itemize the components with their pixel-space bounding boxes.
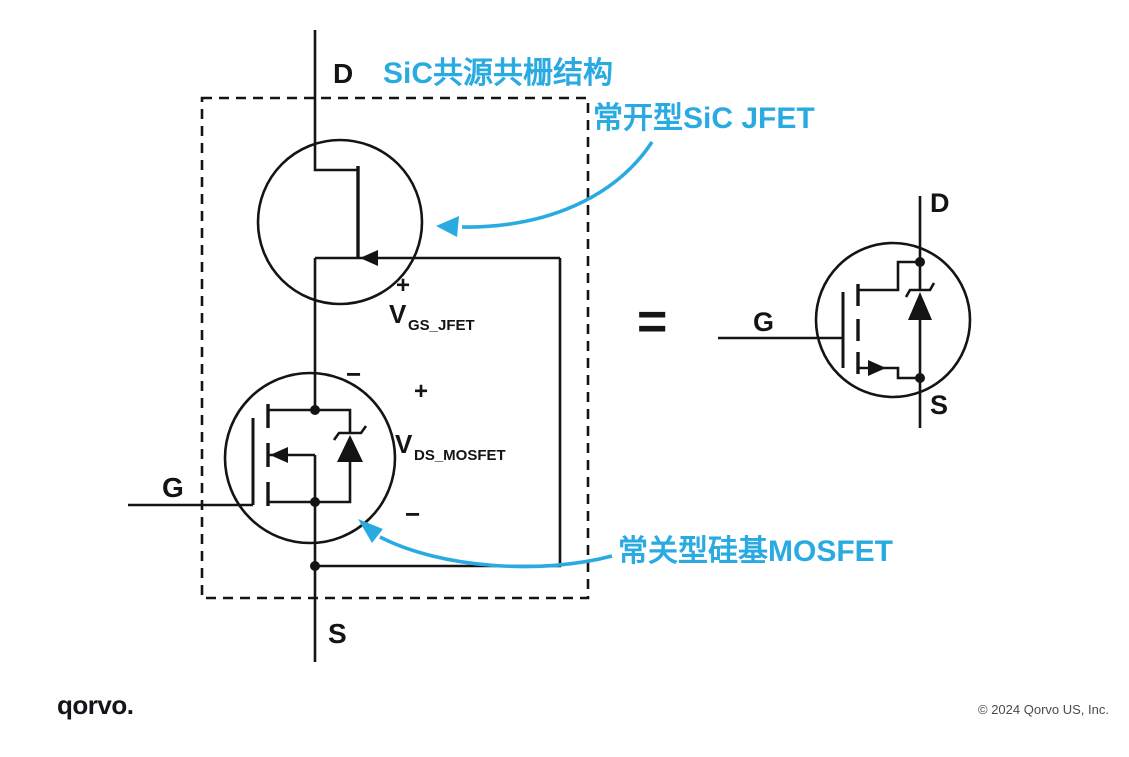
equivalent-diode-zener-bar [904,282,936,298]
vds-minus-sign: − [405,499,420,529]
equivalent-source-link [858,366,920,380]
vds-plus-sign: + [414,378,428,405]
drain-wire [313,30,358,172]
gate-terminal-label: G [162,472,184,503]
jfet-callout-arrowhead-icon [436,216,459,237]
vgs-voltage-subscript: GS_JFET [408,317,475,334]
vds-voltage-subscript: DS_MOSFET [414,447,506,464]
vgs-minus-sign: − [346,359,361,389]
jfet-callout-label: 常开型SiC JFET [593,102,815,135]
body-diode-triangle [337,435,363,462]
equivalent-gate-label: G [753,307,774,337]
equivalent-source-label: S [930,390,948,420]
junction-dot-drain-node [310,405,320,415]
equivalent-junction-dot-bottom [915,373,925,383]
copyright-text: © 2024 Qorvo US, Inc. [978,702,1109,717]
equivalent-diode-triangle [908,292,932,320]
jfet-callout-arrow-curve [461,141,654,229]
body-diode-top-link [315,408,352,434]
vgs-plus-sign: + [396,272,410,299]
junction-dot-source-node [310,497,320,507]
vds-voltage-symbol: V [395,429,413,459]
equivalent-body-arrow-icon [868,360,886,376]
vgs-voltage-symbol: V [389,299,407,329]
cascode-boundary-box [200,96,590,600]
body-diode-zener-bar [332,425,368,441]
source-terminal-label: S [328,618,347,649]
drain-terminal-label: D [333,58,353,89]
equivalent-junction-dot-top [915,257,925,267]
mosfet-callout-arrowhead-icon [358,519,383,543]
mosfet-callout-arrow-curve [379,535,613,569]
equivalent-drain-link [858,260,920,292]
mosfet-circle [223,371,397,545]
equivalent-drain-label: D [930,188,950,218]
body-diode-bottom-link [315,462,352,504]
mosfet-callout-label: 常关型硅基MOSFET [618,535,893,568]
mosfet-body-arrow-icon [270,447,288,463]
equivalent-symbol-circle [814,241,972,399]
equals-sign: = [637,293,667,351]
junction-dot-bottom-node [310,561,320,571]
diagram-title: SiC共源共栅结构 [383,57,613,90]
jfet-circle [256,138,424,306]
jfet-gate-arrow-icon [360,250,378,266]
qorvo-logo: qorvo. [57,690,134,720]
